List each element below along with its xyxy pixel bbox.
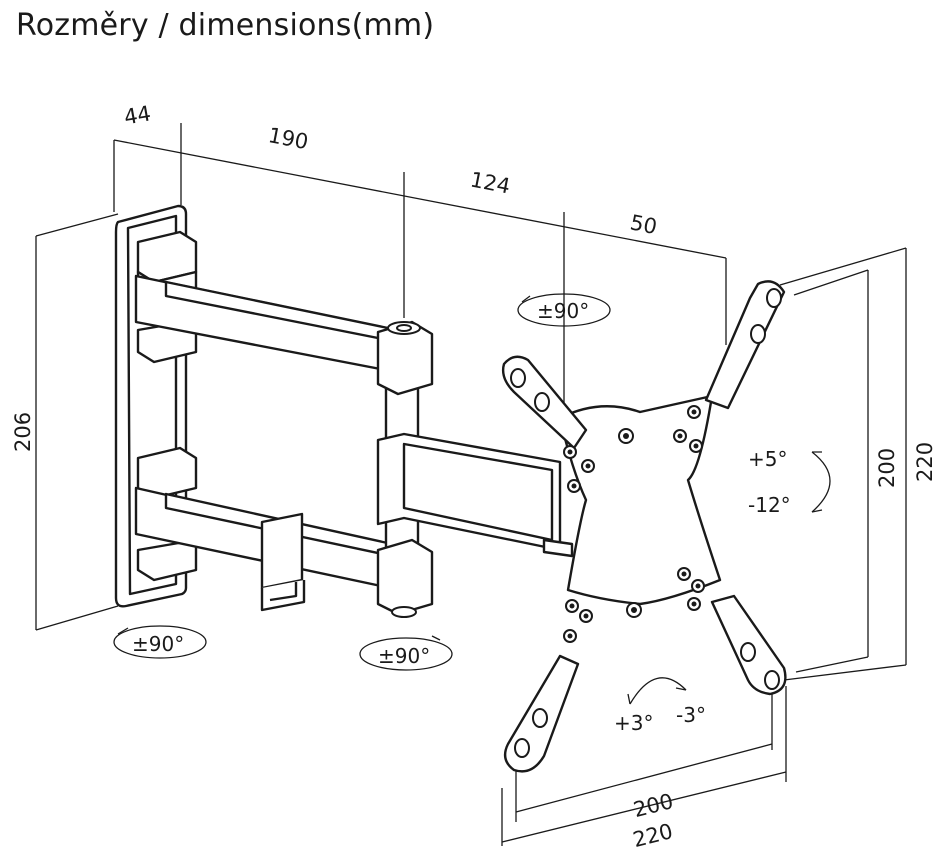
lower-arm bbox=[134, 486, 402, 612]
bolt-cluster-lower-left bbox=[563, 599, 593, 643]
dim-206: 206 bbox=[11, 412, 35, 452]
dim-190: 190 bbox=[266, 123, 310, 154]
bolt-cluster-lower-right bbox=[626, 567, 705, 618]
rotate-left-label: +3° bbox=[614, 711, 653, 735]
swivel-elbow-indicator: ±90° bbox=[359, 635, 453, 671]
dim-44: 44 bbox=[122, 101, 152, 129]
second-arm bbox=[376, 432, 574, 558]
swivel-elbow-label: ±90° bbox=[378, 644, 430, 668]
dim-220-horizontal: 220 bbox=[631, 819, 676, 852]
bolt-cluster-upper-left bbox=[563, 428, 634, 493]
dim-200-horizontal: 200 bbox=[631, 789, 676, 822]
rotate-right-label: -3° bbox=[676, 703, 706, 727]
dim-50: 50 bbox=[628, 210, 659, 239]
dim-220-vertical: 220 bbox=[913, 442, 937, 482]
wall-plate bbox=[114, 204, 198, 608]
bolt-cluster-upper-right bbox=[673, 405, 703, 453]
tilt-indicator: +5° -12° bbox=[748, 447, 831, 517]
rotation-indicators: ±90° ±90° ±90° +5° -12° +3° -3° bbox=[113, 293, 831, 735]
tilt-up-label: +5° bbox=[748, 447, 787, 471]
dimension-lines bbox=[35, 123, 907, 846]
swivel-wall-label: ±90° bbox=[132, 632, 184, 656]
dim-124: 124 bbox=[468, 167, 512, 198]
tilt-down-label: -12° bbox=[748, 493, 791, 517]
dimension-labels: 44 190 124 50 206 200 220 200 220 bbox=[11, 101, 937, 852]
swivel-wall-indicator: ±90° bbox=[113, 625, 207, 659]
vesa-plate bbox=[501, 280, 787, 773]
rotation-level-indicator: +3° -3° bbox=[614, 677, 706, 735]
swivel-head-indicator: ±90° bbox=[517, 293, 611, 327]
dim-200-vertical: 200 bbox=[875, 448, 899, 488]
swivel-head-label: ±90° bbox=[537, 299, 589, 323]
page-title: Rozměry / dimensions(mm) bbox=[16, 8, 435, 43]
